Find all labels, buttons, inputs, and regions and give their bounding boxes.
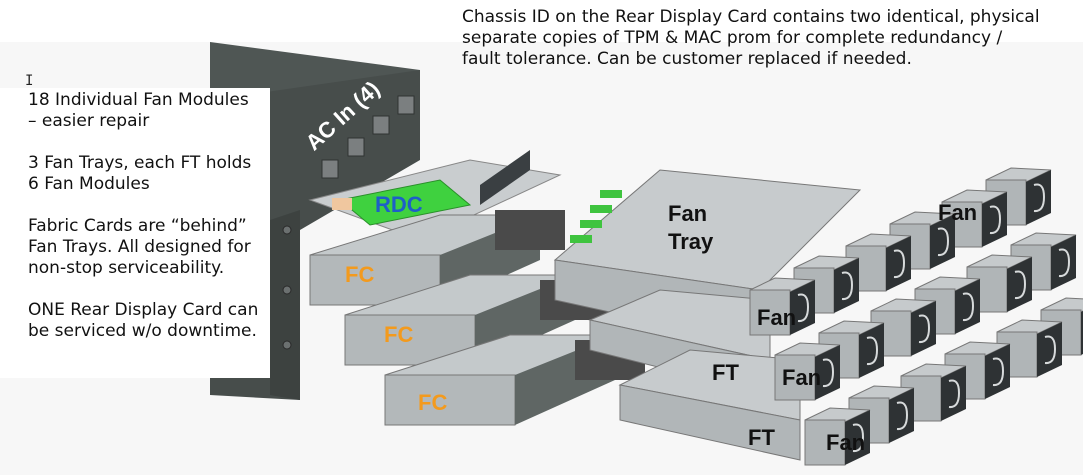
- label-fc-2: FC: [384, 322, 414, 347]
- chassis-side: [270, 210, 300, 400]
- note-fan-trays: 3 Fan Trays, each FT holds 6 Fan Modules: [28, 153, 252, 194]
- side-notes: 18 Individual Fan Modules – easier repai…: [28, 90, 268, 352]
- label-fan-1: Fan: [938, 200, 978, 225]
- label-rdc: RDC: [375, 192, 423, 217]
- note-rear-display-card: ONE Rear Display Card can be serviced w/…: [28, 300, 259, 341]
- fan-module-4: [900, 363, 967, 422]
- text-cursor-icon: I: [25, 73, 34, 89]
- label-ft-2: FT: [748, 425, 775, 450]
- fan-module-18: [749, 277, 816, 336]
- rdc-board: [338, 179, 472, 226]
- label-fc-3: FC: [418, 390, 448, 415]
- fabric-card-2: [344, 274, 610, 366]
- top-note: Chassis ID on the Rear Display Card cont…: [462, 7, 1040, 69]
- label-fan-tray: Fan Tray: [668, 201, 714, 254]
- label-fc-1: FC: [345, 262, 375, 287]
- ac-sockets: [321, 95, 415, 179]
- note-fan-modules: 18 Individual Fan Modules – easier repai…: [28, 90, 249, 131]
- rdc-display-panel: [480, 150, 530, 205]
- chassis-screws: [282, 225, 292, 350]
- rdc-connector: [332, 198, 352, 210]
- fan-module-12: [774, 342, 841, 401]
- label-fan-4: Fan: [826, 430, 866, 455]
- label-fan-3: Fan: [782, 365, 822, 390]
- fan-module-6: [804, 407, 871, 466]
- note-fabric-cards: Fabric Cards are “behind” Fan Trays. All…: [28, 216, 251, 278]
- label-ft-1: FT: [712, 360, 739, 385]
- label-fan-2: Fan: [757, 305, 797, 330]
- fan-modules: [749, 167, 1083, 466]
